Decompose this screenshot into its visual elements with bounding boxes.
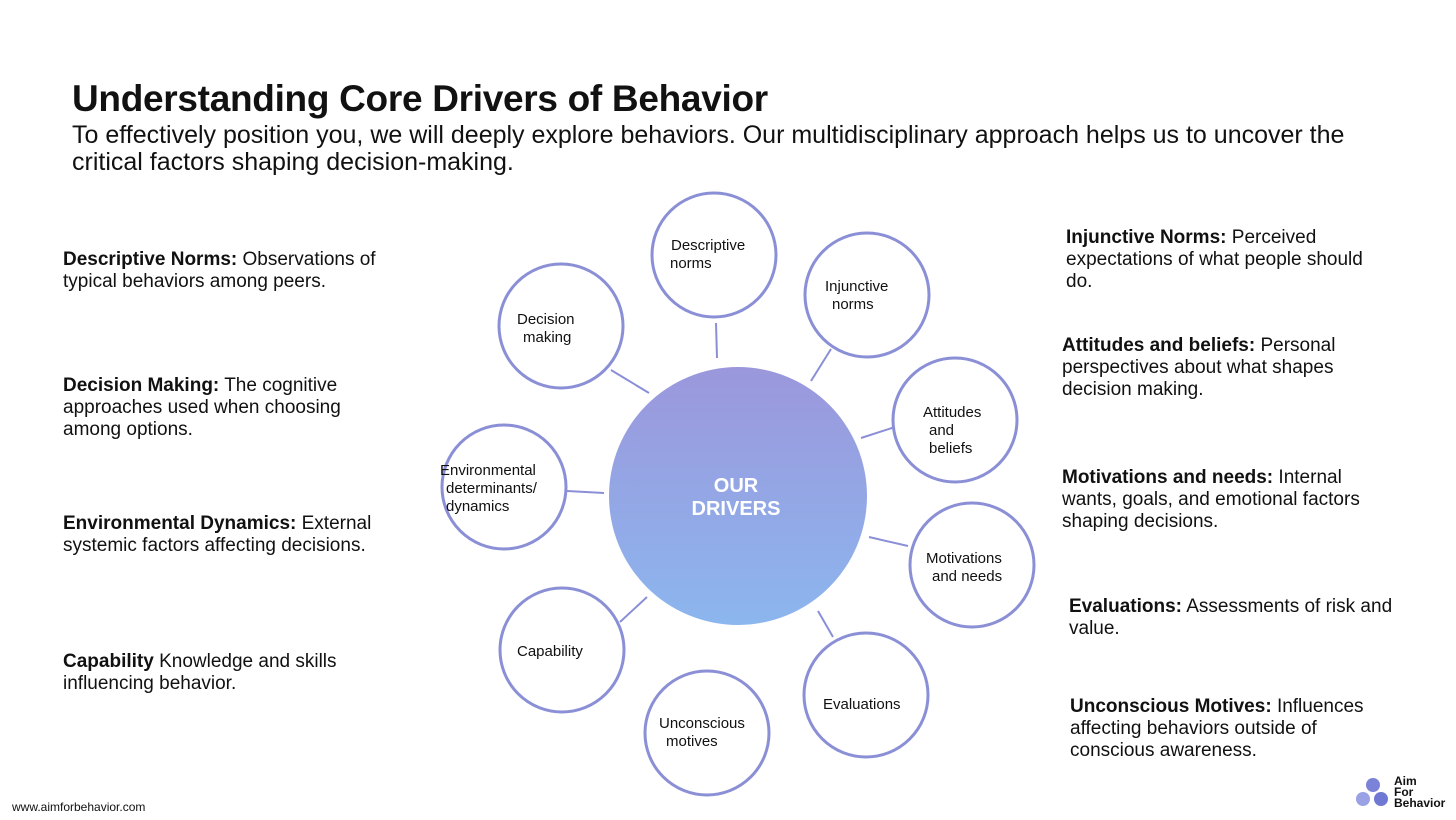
description-term: Evaluations: [1069,596,1182,617]
description-unconscious-motives: Unconscious Motives: Influences affectin… [1070,696,1400,762]
node-circle [803,231,931,359]
description-attitudes-beliefs: Attitudes and beliefs: Personal perspect… [1062,335,1392,401]
description-text: Assessments of risk and value. [1069,596,1393,639]
description-text: Personal perspectives about what shapes … [1062,335,1336,400]
connector-motivations-needs [868,536,909,547]
connector-capability [619,596,648,623]
description-term: Attitudes and beliefs: [1062,335,1256,356]
description-evaluations: Evaluations: Assessments of risk and val… [1069,596,1429,640]
logo-dot-top [1366,778,1380,792]
connector-injunctive-norms [810,348,832,382]
connector-descriptive-norms [715,322,718,359]
description-text: Internal wants, goals, and emotional fac… [1062,467,1360,532]
node-label: Attitudes [923,404,981,421]
logo-text: Aim For Behavior [1394,774,1446,810]
logo-text-line: For [1394,785,1414,799]
node-label: Descriptive [671,237,745,254]
description-term: Capability [63,651,154,672]
node-circle [802,631,930,759]
description-motivations-needs: Motivations and needs: Internal wants, g… [1062,467,1382,533]
description-text: Knowledge and skills influencing behavio… [63,651,337,694]
node-label: and needs [932,568,1002,585]
connector-evaluations [817,610,834,638]
description-environmental-dynamics: Environmental Dynamics: External systemi… [63,513,413,557]
node-circle [908,501,1036,629]
node-label: and [929,422,954,439]
node-label: Capability [517,643,583,660]
description-text: External systemic factors affecting deci… [63,513,372,556]
node-label: Motivations [926,550,1002,567]
page-subtitle: To effectively position you, we will dee… [72,121,1345,176]
description-text: Influences affecting behaviors outside o… [1070,696,1364,761]
node-label: norms [832,296,874,313]
node-label: Environmental [440,462,536,479]
page-title: Understanding Core Drivers of Behavior [72,78,768,119]
logo-text-line: Aim [1394,774,1417,788]
node-label: dynamics [446,498,509,515]
footer-url: www.aimforbehavior.com [12,800,146,814]
description-text: The cognitive approaches used when choos… [63,375,341,440]
node-label: Evaluations [823,696,901,713]
description-term: Motivations and needs: [1062,467,1274,488]
center-label-line2: DRIVERS [692,498,781,520]
node-circle [891,356,1019,484]
node-circle [497,262,625,390]
node-circle [650,191,778,319]
description-injunctive-norms: Injunctive Norms: Perceived expectations… [1066,227,1366,293]
center-circle [609,367,867,625]
connector-environmental [566,490,605,494]
description-descriptive-norms: Descriptive Norms: Observations of typic… [63,249,403,293]
description-capability: Capability Knowledge and skills influenc… [63,651,383,695]
logo-text-line: Behavior [1394,796,1446,810]
node-label: motives [666,733,718,750]
node-label: Injunctive [825,278,888,295]
logo-dot-left [1356,792,1370,806]
node-evaluations: Evaluations [802,631,930,759]
connectors [566,322,909,638]
node-label: determinants/ [446,480,538,497]
description-term: Descriptive Norms: [63,249,238,270]
node-circle [498,586,626,714]
description-text: Observations of typical behaviors among … [63,249,376,292]
description-text: Perceived expectations of what people sh… [1066,227,1363,292]
description-term: Unconscious Motives: [1070,696,1272,717]
node-circle [643,669,771,797]
node-label: making [523,329,571,346]
description-decision-making: Decision Making: The cognitive approache… [63,375,383,441]
description-term: Environmental Dynamics: [63,513,297,534]
connector-attitudes-beliefs [860,426,896,439]
description-term: Decision Making: [63,375,220,396]
node-label: norms [670,255,712,272]
node-capability: Capability [498,586,626,714]
node-circle [440,423,568,551]
node-label: Unconscious [659,715,745,732]
aim-for-behavior-logo: Aim For Behavior [1354,774,1454,814]
driver-nodes: DescriptivenormsInjunctivenormsAttitudes… [440,191,1036,797]
node-label: Decision [517,311,575,328]
node-label: beliefs [929,440,972,457]
description-term: Injunctive Norms: [1066,227,1227,248]
connector-decision-making [610,369,650,394]
logo-dot-right [1374,792,1388,806]
center-label-line1: OUR [714,475,759,497]
